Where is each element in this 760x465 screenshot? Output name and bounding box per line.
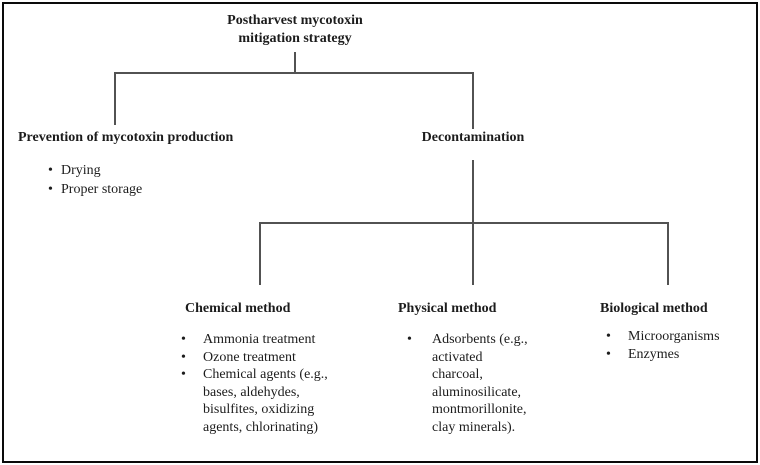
list-item-label: Chemical agents (e.g., bases, aldehydes,… — [203, 367, 328, 435]
list-item: • Ammonia treatment — [181, 331, 339, 349]
list-item-label: Enzymes — [628, 347, 680, 362]
physical-node-label: Physical method — [398, 301, 497, 316]
list-item-label: Proper storage — [61, 181, 143, 197]
chemical-node-label: Chemical method — [185, 301, 291, 316]
biological-node-label: Biological method — [600, 301, 708, 316]
connector-level1-horizontal — [114, 72, 474, 74]
list-item: • Adsorbents (e.g., activated charcoal, … — [407, 331, 552, 436]
prevention-bullet-list: • Drying • Proper storage — [48, 162, 142, 199]
decontamination-node-label: Decontamination — [421, 130, 525, 145]
bullet-icon: • — [181, 367, 186, 382]
list-item-label: Drying — [61, 163, 101, 178]
chemical-bullet-list: • Ammonia treatment • Ozone treatment • … — [181, 331, 339, 436]
connector-decontamination-drop — [472, 72, 474, 129]
bullet-icon: • — [407, 332, 412, 347]
connector-chemical-drop — [259, 222, 261, 285]
connector-biological-drop — [667, 222, 669, 285]
connector-level2-horizontal — [259, 222, 669, 224]
bullet-icon: • — [181, 349, 186, 365]
list-item: • Chemical agents (e.g., bases, aldehyde… — [181, 366, 339, 436]
bullet-icon: • — [606, 347, 611, 362]
list-item: • Drying — [48, 162, 142, 181]
list-item: • Enzymes — [606, 346, 720, 364]
list-item: • Ozone treatment — [181, 349, 339, 367]
bullet-icon: • — [48, 163, 53, 178]
connector-root-stem — [294, 52, 296, 72]
list-item: • Proper storage — [48, 181, 142, 200]
connector-prevention-drop — [114, 72, 116, 125]
biological-bullet-list: • Microorganisms • Enzymes — [606, 328, 720, 364]
prevention-node-label: Prevention of mycotoxin production — [18, 130, 234, 145]
list-item-label: Ammonia treatment — [203, 332, 316, 347]
bullet-icon: • — [181, 332, 186, 347]
list-item-label: Microorganisms — [628, 329, 720, 344]
bullet-icon: • — [48, 181, 53, 197]
physical-bullet-list: • Adsorbents (e.g., activated charcoal, … — [407, 331, 552, 436]
bullet-icon: • — [606, 329, 611, 344]
root-node-label: Postharvest mycotoxin mitigation strateg… — [227, 13, 363, 46]
list-item-label: Ozone treatment — [203, 349, 296, 365]
list-item-label: Adsorbents (e.g., activated charcoal, al… — [432, 332, 528, 435]
list-item: • Microorganisms — [606, 328, 720, 346]
